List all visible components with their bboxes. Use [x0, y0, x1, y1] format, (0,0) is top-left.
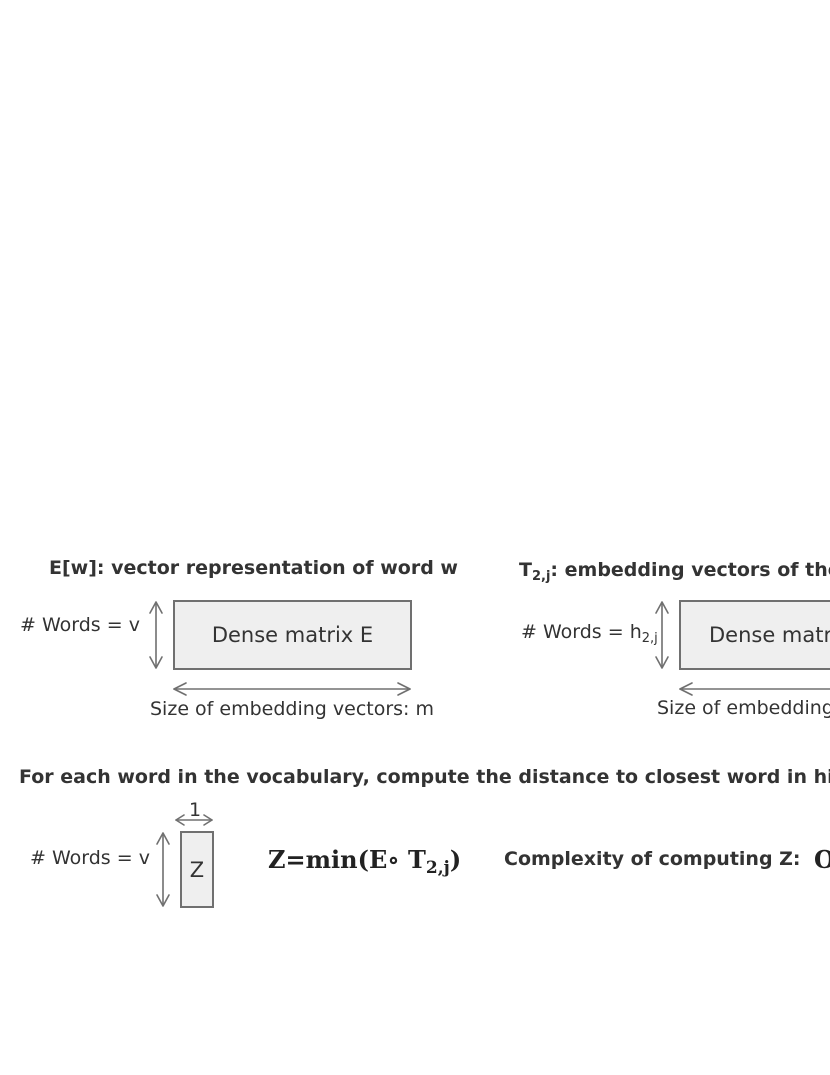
dense-matrix-t-label: Dense matr: [709, 623, 830, 647]
complexity-value: O: [814, 845, 830, 874]
section-t-title-rest: : embedding vectors of the: [550, 559, 830, 581]
height-arrow-e: [149, 601, 163, 669]
section-e-title: E[w]: vector representation of word w: [49, 557, 458, 579]
section-t-title-sub: 2,j: [531, 569, 551, 584]
words-count-label-z: # Words = v: [30, 847, 150, 869]
z-vector-label: Z: [189, 857, 205, 882]
section-t-title-main: T: [519, 559, 532, 581]
width-arrow-e: [173, 682, 411, 696]
embedding-size-label-t: Size of embedding: [657, 697, 830, 719]
z-formula-sub: 2,j: [425, 858, 450, 878]
complexity-label: Complexity of computing Z:: [504, 848, 801, 870]
z-formula-close: ): [449, 845, 462, 874]
height-arrow-t: [655, 601, 669, 669]
z-formula-main: Z=min(E∘ T: [268, 845, 426, 874]
vocabulary-heading: For each word in the vocabulary, compute…: [19, 766, 830, 788]
dense-matrix-e-box: Dense matrix E: [173, 600, 412, 670]
words-count-label-t-main: # Words = h: [521, 621, 642, 643]
words-count-label-e: # Words = v: [20, 614, 140, 636]
dense-matrix-t-box: Dense matr: [679, 600, 830, 670]
width-arrow-z: [175, 814, 213, 826]
z-vector-box: Z: [180, 831, 214, 908]
z-formula: Z=min(E∘ T2,j): [268, 845, 461, 878]
height-arrow-z: [156, 832, 170, 907]
section-t-title: T2,j: embedding vectors of the: [519, 559, 830, 584]
words-count-label-t: # Words = h2,j: [521, 621, 658, 646]
words-count-label-t-sub: 2,j: [641, 631, 658, 646]
z-width-label: 1: [189, 799, 202, 821]
width-arrow-t: [679, 682, 830, 696]
dense-matrix-e-label: Dense matrix E: [211, 623, 374, 647]
embedding-size-label-e: Size of embedding vectors: m: [150, 698, 434, 720]
